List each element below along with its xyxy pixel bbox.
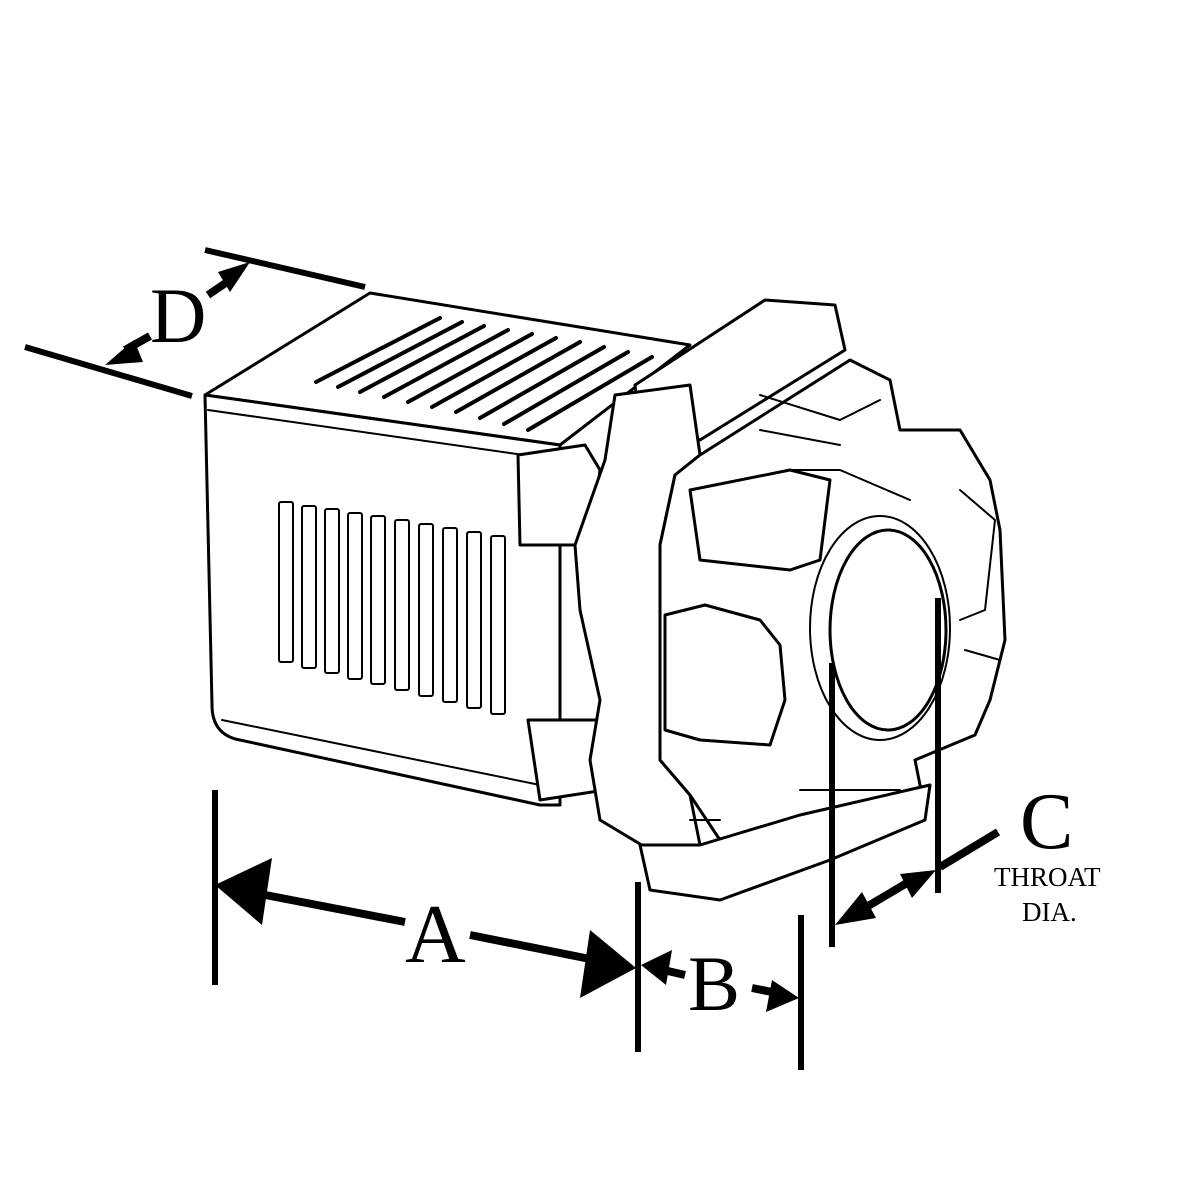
dim-c-arrow-left (835, 892, 876, 925)
dim-a-arrow-left (215, 858, 272, 925)
left-grip-pad (663, 603, 787, 747)
dim-a-line-left (254, 889, 406, 926)
dim-d-arrow-upper (218, 262, 250, 292)
dim-c-note-line1: THROAT (994, 862, 1101, 892)
dimension-a: A (212, 790, 641, 1052)
clamp-ring (573, 298, 1007, 902)
ring-detail-lines (689, 394, 1001, 821)
dimension-b: B (641, 915, 804, 1070)
dim-d-arrow-lower (105, 340, 143, 365)
dim-a-label: A (405, 888, 466, 981)
dim-d-extension-upper (204, 247, 366, 290)
dim-c-note-line2: DIA. (1022, 897, 1077, 927)
throat-opening (828, 528, 948, 732)
side-vent-slots (278, 501, 506, 715)
housing-side-face (203, 393, 562, 807)
dim-c-label: C (1020, 778, 1073, 866)
upper-grip-pad (688, 468, 832, 572)
dim-b-arrow-right (766, 980, 799, 1012)
dimension-d: D (24, 247, 366, 399)
dim-b-label: B (688, 940, 740, 1027)
top-vent-slots (314, 316, 654, 432)
bottom-strap (638, 783, 932, 902)
dim-d-extension-lower (24, 344, 193, 399)
dim-c-arrow-right (900, 870, 936, 898)
dim-c-leader (937, 828, 1001, 871)
dimension-c: C THROAT DIA. (829, 598, 1101, 947)
housing-edge-lines (207, 409, 546, 786)
connector-housing (203, 291, 692, 807)
throat-inner-ring (809, 515, 951, 741)
dim-b-arrow-left (641, 950, 672, 985)
dim-d-label: D (150, 272, 206, 359)
dim-a-line-right (469, 931, 596, 964)
dim-a-arrow-right (580, 930, 636, 998)
